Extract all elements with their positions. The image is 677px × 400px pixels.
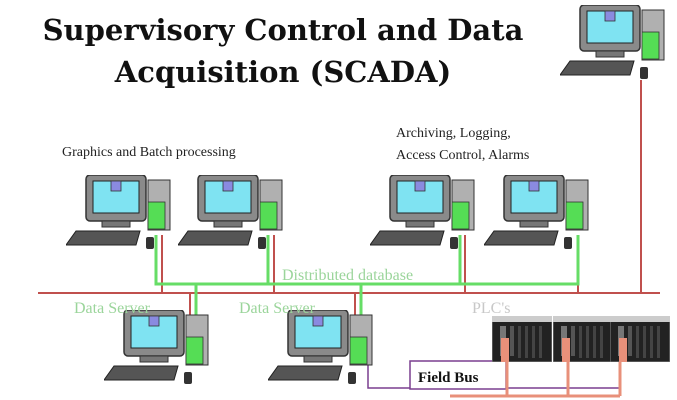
data-server-1 [104,310,208,384]
plc-2 [553,316,613,362]
archiving-label-1: Archiving, Logging, [396,126,511,141]
archiving-label-2: Access Control, Alarms [396,148,529,163]
plc-3 [610,316,670,362]
title-line-2: Acquisition (SCADA) [114,55,451,89]
archiving-workstation-1 [370,175,474,249]
graphics-workstation-2 [178,175,282,249]
plc-links [450,360,622,398]
plcs-label: PLC's [472,300,510,317]
distributed-database-label: Distributed database [282,267,413,284]
data-server-label-1: Data Server [74,300,151,317]
graphics-workstation-1 [66,175,170,249]
graphics-label: Graphics and Batch processing [62,145,236,160]
data-server-2 [268,310,372,384]
archiving-workstation-2 [484,175,588,249]
field-bus-label: Field Bus [418,370,479,386]
distributed-database-link [154,235,580,320]
supervisory-workstation [560,5,664,79]
data-server-label-2: Data Server [239,300,316,317]
plc-1 [492,316,552,362]
title-line-1: Supervisory Control and Data [43,13,524,47]
